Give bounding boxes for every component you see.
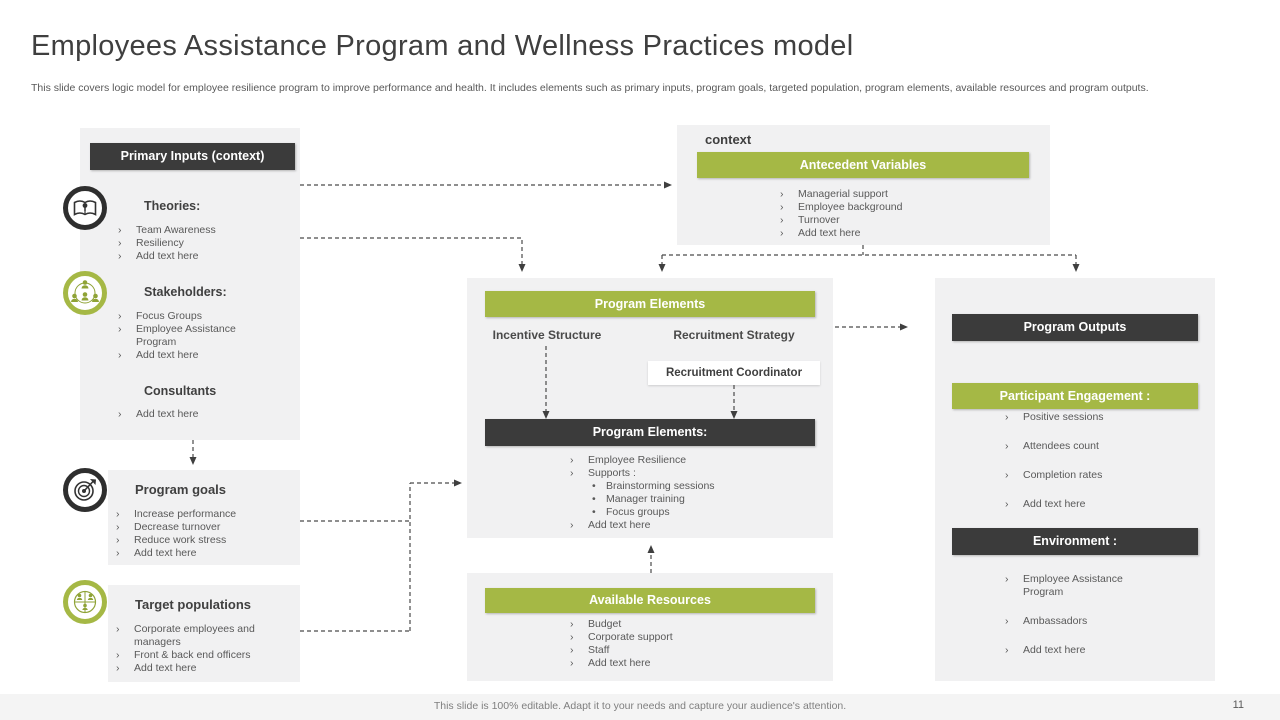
list-item: Add text here <box>110 250 216 263</box>
list-item: Increase performance <box>108 508 236 521</box>
primary-inputs-panel: Primary Inputs (context) Theories: Team … <box>80 128 300 440</box>
target-populations-heading: Target populations <box>135 597 252 612</box>
recruitment-strategy-label: Recruitment Strategy <box>673 328 795 342</box>
list-item: Add text here <box>110 408 198 421</box>
theories-heading: Theories: <box>144 199 201 213</box>
environment-list: Employee Assistance Program Ambassadors … <box>997 573 1151 673</box>
list-item: Front & back end officers <box>108 649 260 662</box>
list-item: Corporate support <box>562 631 673 644</box>
consultants-list: Add text here <box>110 408 198 421</box>
list-item: Resiliency <box>110 237 216 250</box>
participant-engagement-list: Positive sessions Attendees count Comple… <box>997 411 1104 527</box>
list-item: Employee Assistance Program <box>997 573 1151 599</box>
recruitment-coordinator-box: Recruitment Coordinator <box>648 361 820 385</box>
program-goals-panel: Program goals Increase performance Decre… <box>108 470 300 565</box>
available-resources-list: Budget Corporate support Staff Add text … <box>562 618 673 670</box>
program-goals-list: Increase performance Decrease turnover R… <box>108 508 236 560</box>
antecedent-variables-header: Antecedent Variables <box>697 152 1029 178</box>
stakeholders-icon <box>63 271 107 315</box>
list-item: Focus groups <box>562 506 715 519</box>
population-icon <box>63 580 107 624</box>
list-item: Add text here <box>997 644 1151 657</box>
list-item: Decrease turnover <box>108 521 236 534</box>
context-panel: context Antecedent Variables Managerial … <box>677 125 1050 245</box>
list-item: Turnover <box>772 214 902 227</box>
available-resources-header: Available Resources <box>485 588 815 613</box>
list-item: Reduce work stress <box>108 534 236 547</box>
list-item: Add text here <box>562 657 673 670</box>
page-number: 11 <box>1232 699 1244 711</box>
target-populations-panel: Target populations Corporate employees a… <box>108 585 300 682</box>
consultants-heading: Consultants <box>144 384 217 398</box>
footer-note: This slide is 100% editable. Adapt it to… <box>433 700 847 712</box>
list-item: Employee background <box>772 201 902 214</box>
list-item: Add text here <box>772 227 902 240</box>
list-item: Add text here <box>110 349 264 362</box>
program-elements-header: Program Elements <box>485 291 815 317</box>
list-item: Budget <box>562 618 673 631</box>
incentive-structure-label: Incentive Structure <box>492 328 602 342</box>
list-item: Add text here <box>997 498 1104 511</box>
list-item: Add text here <box>108 662 260 675</box>
program-outputs-header: Program Outputs <box>952 314 1198 341</box>
program-elements-detail-header: Program Elements: <box>485 419 815 446</box>
slide-description: This slide covers logic model for employ… <box>31 82 1149 94</box>
program-elements-list: Employee Resilience Supports : Brainstor… <box>562 454 715 532</box>
target-icon <box>63 468 107 512</box>
environment-header: Environment : <box>952 528 1198 555</box>
list-item: Team Awareness <box>110 224 216 237</box>
list-item: Supports : <box>562 467 715 480</box>
list-item: Manager training <box>562 493 715 506</box>
primary-inputs-header: Primary Inputs (context) <box>90 143 295 170</box>
list-item: Employee Assistance Program <box>110 323 264 349</box>
program-outputs-panel: Program Outputs Participant Engagement :… <box>935 278 1215 681</box>
page-title: Employees Assistance Program and Wellnes… <box>31 30 854 62</box>
program-goals-heading: Program goals <box>135 482 227 497</box>
target-populations-list: Corporate employees and managers Front &… <box>108 623 260 675</box>
footer-band <box>0 694 1280 720</box>
stakeholders-list: Focus Groups Employee Assistance Program… <box>110 310 264 362</box>
list-item: Completion rates <box>997 469 1104 482</box>
program-elements-panel: Program Elements Incentive Structure Rec… <box>467 278 833 538</box>
book-icon <box>63 186 107 230</box>
list-item: Corporate employees and managers <box>108 623 260 649</box>
list-item: Employee Resilience <box>562 454 715 467</box>
list-item: Managerial support <box>772 188 902 201</box>
stakeholders-heading: Stakeholders: <box>144 285 227 299</box>
list-item: Positive sessions <box>997 411 1104 424</box>
list-item: Brainstorming sessions <box>562 480 715 493</box>
list-item: Add text here <box>108 547 236 560</box>
list-item: Add text here <box>562 519 715 532</box>
list-item: Focus Groups <box>110 310 264 323</box>
theories-list: Team Awareness Resiliency Add text here <box>110 224 216 263</box>
antecedent-variables-list: Managerial support Employee background T… <box>772 188 902 240</box>
list-item: Attendees count <box>997 440 1104 453</box>
list-item: Staff <box>562 644 673 657</box>
list-item: Ambassadors <box>997 615 1151 628</box>
available-resources-panel: Available Resources Budget Corporate sup… <box>467 573 833 681</box>
context-label: context <box>705 132 752 147</box>
participant-engagement-header: Participant Engagement : <box>952 383 1198 409</box>
